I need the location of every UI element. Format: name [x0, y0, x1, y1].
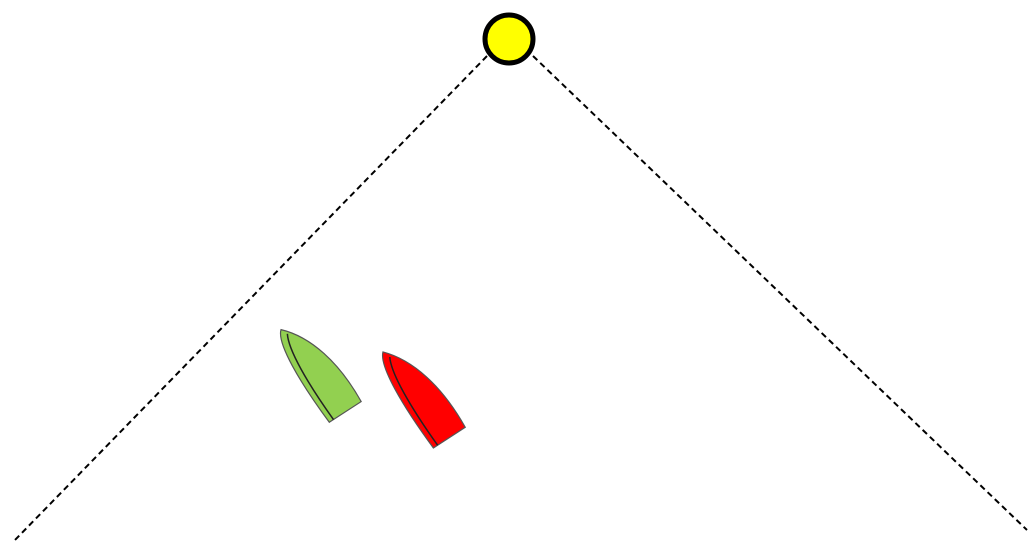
port-layline: [13, 55, 488, 542]
green-boat: [279, 328, 362, 424]
green-boat-hull: [279, 328, 362, 424]
red-boat-hull: [381, 351, 467, 449]
green-boat-gunwale: [286, 333, 335, 420]
mark-buoy: [482, 12, 536, 66]
starboard-layline: [532, 55, 1028, 531]
red-boat-gunwale: [389, 356, 439, 446]
red-boat: [381, 351, 467, 449]
